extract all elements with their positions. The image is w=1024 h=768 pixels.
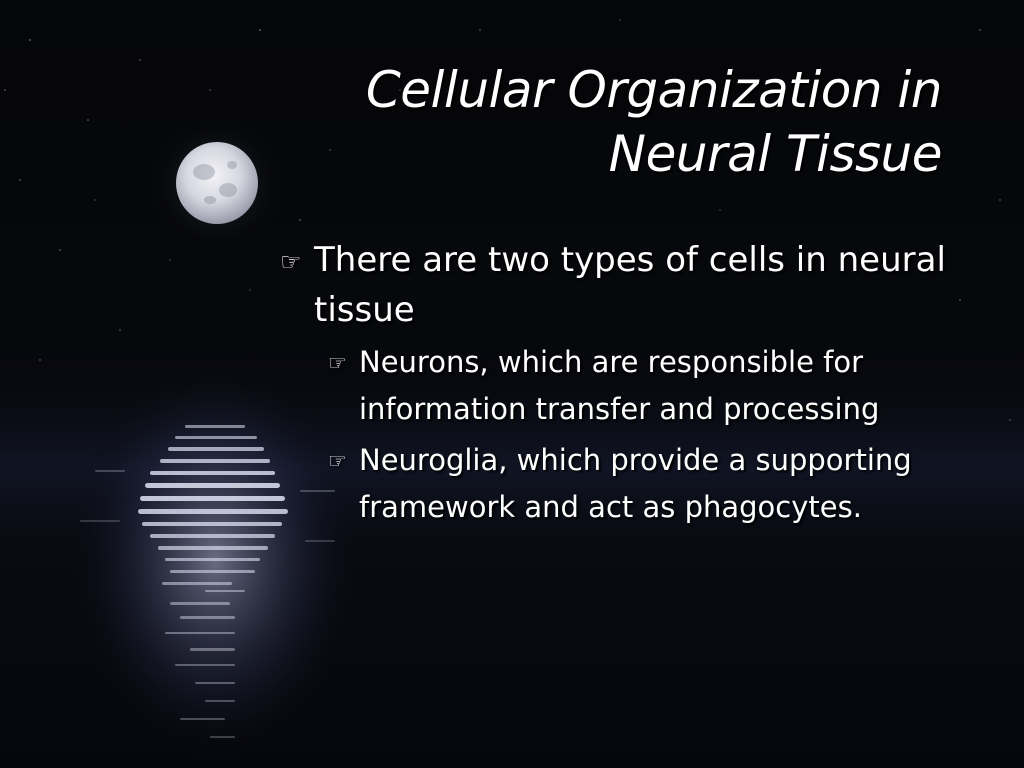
slide-title: Cellular Organization in Neural Tissue xyxy=(242,58,943,186)
sub-bullet-text: Neuroglia, which provide a supporting fr… xyxy=(359,443,912,524)
bullet-text: There are two types of cells in neural t… xyxy=(314,240,946,330)
moon xyxy=(176,142,258,224)
bullet-list: ☞ There are two types of cells in neural… xyxy=(280,235,960,535)
sub-bullet-neurons: ☞ Neurons, which are responsible for inf… xyxy=(328,339,939,433)
moon-reflection xyxy=(80,425,335,738)
sub-bullet-text: Neurons, which are responsible for infor… xyxy=(359,345,880,426)
sub-bullet-neuroglia: ☞ Neuroglia, which provide a supporting … xyxy=(328,437,939,531)
title-line-1: Cellular Organization in xyxy=(365,61,943,119)
pointing-hand-icon: ☞ xyxy=(328,449,347,473)
stars xyxy=(4,19,1011,421)
bullet-item-cell-types: ☞ There are two types of cells in neural… xyxy=(280,235,960,335)
pointing-hand-icon: ☞ xyxy=(328,351,347,375)
pointing-hand-icon: ☞ xyxy=(280,248,302,276)
title-line-2: Neural Tissue xyxy=(608,125,943,183)
